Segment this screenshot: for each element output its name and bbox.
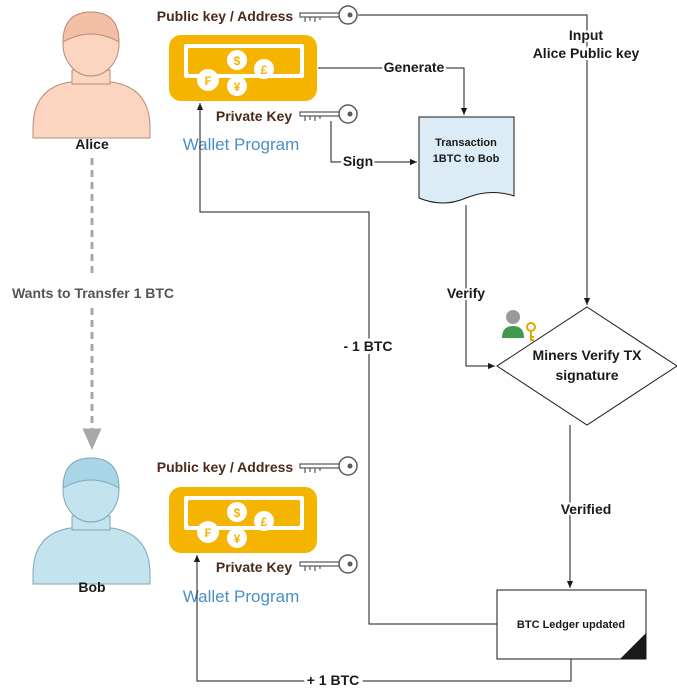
bottom-wallet-icon: $ £ ₣ ¥: [169, 487, 317, 553]
input-label-line2: Alice Public key: [533, 45, 640, 61]
top-private-key-label: Private Key: [216, 108, 292, 124]
input-label-line1: Input: [569, 27, 604, 43]
debit-connector: [196, 103, 497, 625]
svg-text:₣: ₣: [205, 526, 212, 540]
miner-user-icon: [502, 310, 536, 341]
top-private-key-icon: [299, 104, 358, 124]
ledger-label: BTC Ledger updated: [517, 619, 625, 631]
sign-label: Sign: [343, 153, 373, 169]
verified-label: Verified: [561, 501, 612, 517]
top-wallet-program-label: Wallet Program: [183, 135, 300, 154]
svg-text:¥: ¥: [234, 80, 241, 94]
bob-person-icon: [32, 457, 151, 585]
generate-connector: [318, 67, 468, 115]
bottom-private-key-label: Private Key: [216, 559, 292, 575]
debit-label: - 1 BTC: [344, 338, 393, 354]
svg-text:£: £: [261, 515, 268, 529]
bottom-private-key-icon: [299, 554, 358, 574]
svg-text:$: $: [234, 506, 241, 520]
credit-connector: [193, 555, 572, 682]
sign-connector: [330, 121, 417, 166]
alice-person-icon: [32, 11, 151, 139]
bottom-public-key-icon: [299, 456, 358, 476]
ledger-corner: [620, 633, 646, 659]
transaction-line1: Transaction: [435, 137, 497, 149]
miners-diamond: [496, 306, 677, 426]
miners-line2: signature: [555, 367, 618, 383]
svg-text:₣: ₣: [205, 74, 212, 88]
top-public-key-label: Public key / Address: [157, 8, 294, 24]
input-connector: [358, 14, 591, 305]
svg-text:¥: ¥: [234, 532, 241, 546]
verify-connector: [465, 205, 495, 370]
verify-label: Verify: [447, 285, 485, 301]
svg-text:£: £: [261, 63, 268, 77]
miners-line1: Miners Verify TX: [533, 347, 643, 363]
ledger-box: [496, 589, 647, 660]
svg-text:$: $: [234, 54, 241, 68]
bottom-wallet-program-label: Wallet Program: [183, 587, 300, 606]
generate-label: Generate: [384, 59, 445, 75]
transfer-label: Wants to Transfer 1 BTC: [12, 285, 174, 301]
bob-label: Bob: [78, 579, 105, 595]
alice-label: Alice: [75, 136, 109, 152]
transaction-line2: 1BTC to Bob: [433, 153, 500, 165]
credit-label: + 1 BTC: [307, 672, 360, 688]
top-wallet-icon: $ £ ₣ ¥: [169, 35, 317, 101]
top-public-key-icon: [299, 5, 358, 25]
bottom-public-key-label: Public key / Address: [157, 459, 294, 475]
transaction-document: [418, 116, 515, 204]
